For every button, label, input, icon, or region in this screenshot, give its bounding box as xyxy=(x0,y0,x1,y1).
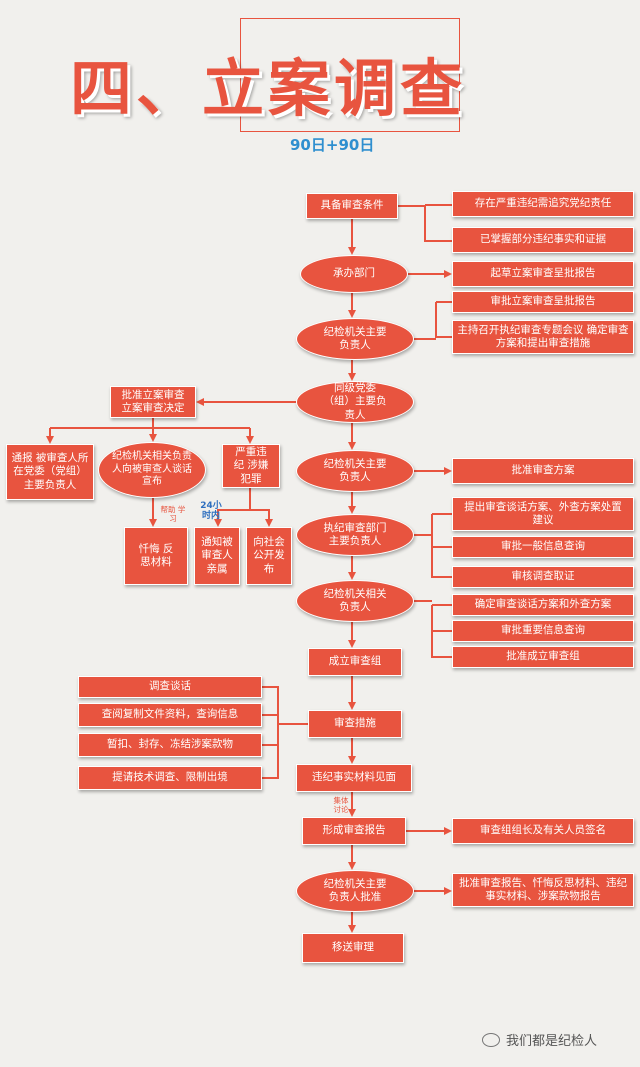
node-yanzhong: 严重违纪 涉嫌犯罪 xyxy=(222,444,280,488)
node-zankou: 暂扣、封存、冻结涉案款物 xyxy=(78,733,262,757)
node-xingcheng: 形成审查报告 xyxy=(302,817,406,845)
node-zhuchi: 主持召开执纪审查专题会议 确定审查方案和提出审查措施 xyxy=(452,320,634,354)
node-pizhun-lian: 批准立案审查 立案审查决定 xyxy=(110,386,196,418)
arrow-yanzhong-tongzhi xyxy=(214,488,251,527)
label-jiti: 集体 讨论 xyxy=(333,796,349,814)
bracket-cuoshi xyxy=(262,686,279,779)
node-pizhun-baogao: 批准审查报告、忏悔反思材料、违纪事实材料、涉案款物报告 xyxy=(452,873,634,907)
page-title: 四、立案调查 xyxy=(70,52,467,125)
node-tichu-tanhua: 提出审查谈话方案、外查方案处置建议 xyxy=(452,497,634,531)
node-tongzhi: 通知被审查人亲属 xyxy=(194,527,240,585)
node-shencha-cuoshi: 审查措施 xyxy=(308,710,402,738)
node-qicao: 起草立案审查呈批报告 xyxy=(452,261,634,287)
node-tongji: 同级党委（组）主要负责人 xyxy=(296,381,414,423)
time-limit-subtitle: 90日+90日 xyxy=(290,136,375,154)
title-frame xyxy=(240,18,460,132)
node-yizhangwo: 已掌握部分违纪事实和证据 xyxy=(452,227,634,253)
node-chanhui: 忏悔 反思材料 xyxy=(124,527,188,585)
label-24-hours: 24小 时内 xyxy=(200,501,222,521)
node-chayue: 查阅复制文件资料，查询信息 xyxy=(78,703,262,727)
label-bangzhu: 帮助 学习 xyxy=(160,505,186,523)
bracket-fuzeren1 xyxy=(435,302,452,338)
node-fuzeren-1: 纪检机关主要负责人 xyxy=(296,318,414,360)
node-xiang-shehui: 向社会公开发布 xyxy=(246,527,292,585)
node-zhiji-bumen: 执纪审查部门主要负责人 xyxy=(296,514,414,556)
node-jijian-xiangguan-2: 纪检机关相关负责人 xyxy=(296,580,414,622)
node-qianming: 审查组组长及有关人员签名 xyxy=(452,818,634,844)
node-shenpi-xinxi: 审批一般信息查询 xyxy=(452,536,634,558)
bracket-jubei-b xyxy=(424,205,452,242)
watermark-text: 我们都是纪检人 xyxy=(506,1034,598,1049)
watermark: 我们都是纪检人 xyxy=(482,1030,597,1049)
arrow-yanzhong-shehui xyxy=(250,509,273,527)
node-tongbao: 通报 被审查人所在党委（党组）主要负责人 xyxy=(6,444,94,500)
node-tiqing: 提请技术调查、限制出境 xyxy=(78,766,262,790)
node-diaocha-tanhua: 调查谈话 xyxy=(78,676,262,698)
node-chengli: 成立审查组 xyxy=(308,648,402,676)
node-pizhun-chengli: 批准成立审查组 xyxy=(452,646,634,668)
node-shenhe-diaocha: 审核调查取证 xyxy=(452,566,634,588)
node-pizhun-fangan: 批准审查方案 xyxy=(452,458,634,484)
node-jijian-xiangguan: 纪检机关相关负责人向被审查人谈话宣布 xyxy=(98,442,206,498)
node-chengban: 承办部门 xyxy=(300,255,408,293)
node-fuzeren-2: 纪检机关主要负责人 xyxy=(296,450,414,492)
node-jubei: 具备审查条件 xyxy=(306,193,398,219)
bracket-zhiji xyxy=(431,514,452,578)
wechat-icon xyxy=(482,1032,500,1047)
node-yisong: 移送审理 xyxy=(302,933,404,963)
node-cunzai: 存在严重违纪需追究党纪责任 xyxy=(452,191,634,217)
node-shenpi-zhongyao: 审批重要信息查询 xyxy=(452,620,634,642)
node-queding-tanhua: 确定审查谈话方案和外查方案 xyxy=(452,594,634,616)
node-shenpi-chengpi: 审批立案审查呈批报告 xyxy=(452,291,634,313)
node-fuzeren-3: 纪检机关主要负责人批准 xyxy=(296,870,414,912)
bracket-jijian2 xyxy=(431,605,452,658)
node-weiji-shishi: 违纪事实材料见面 xyxy=(296,764,412,792)
